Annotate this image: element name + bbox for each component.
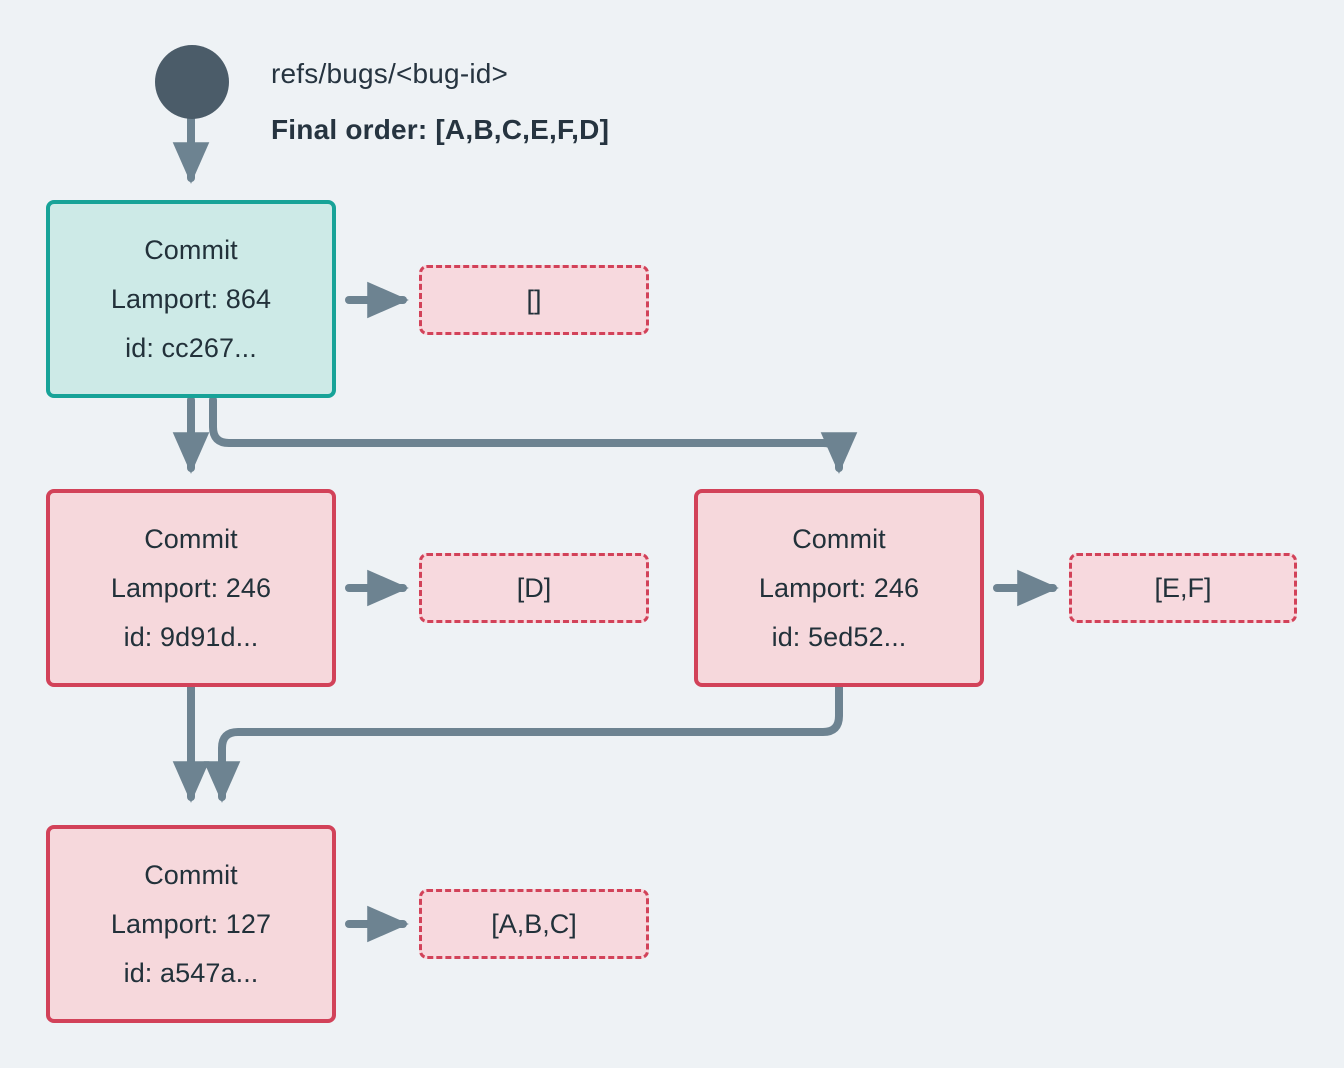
- edge-right-mid-to-bottom: [203, 683, 843, 803]
- commit-lamport: Lamport: 864: [110, 283, 272, 314]
- ops-label: [E,F]: [1154, 572, 1212, 603]
- commit-lamport: Lamport: 246: [758, 572, 920, 603]
- ops-node-bottom[interactable]: [A,B,C]: [419, 889, 649, 959]
- ops-node-left-mid[interactable]: [D]: [419, 553, 649, 623]
- commit-title: Commit: [144, 523, 238, 554]
- commit-id: id: cc267...: [125, 332, 257, 363]
- edge-head-to-right-mid: [209, 396, 858, 474]
- commit-node-right-mid[interactable]: Commit Lamport: 246 id: 5ed52...: [694, 489, 984, 687]
- commit-lamport: Lamport: 246: [110, 572, 272, 603]
- ops-label: []: [526, 284, 542, 315]
- commit-id: id: a547a...: [123, 957, 259, 988]
- final-order-label: Final order: [A,B,C,E,F,D]: [271, 114, 610, 145]
- commit-node-bottom[interactable]: Commit Lamport: 127 id: a547a...: [46, 825, 336, 1023]
- commit-node-head[interactable]: Commit Lamport: 864 id: cc267...: [46, 200, 336, 398]
- commit-id: id: 5ed52...: [771, 621, 907, 652]
- ref-name-label: refs/bugs/<bug-id>: [271, 58, 509, 89]
- ops-label: [D]: [516, 572, 552, 603]
- ref-root-circle: [155, 45, 229, 119]
- ops-node-head[interactable]: []: [419, 265, 649, 335]
- commit-id: id: 9d91d...: [123, 621, 259, 652]
- ops-node-right-mid[interactable]: [E,F]: [1069, 553, 1297, 623]
- commit-node-left-mid[interactable]: Commit Lamport: 246 id: 9d91d...: [46, 489, 336, 687]
- commit-title: Commit: [144, 234, 238, 265]
- commit-lamport: Lamport: 127: [110, 908, 272, 939]
- commit-title: Commit: [792, 523, 886, 554]
- commit-title: Commit: [144, 859, 238, 890]
- ops-label: [A,B,C]: [491, 908, 577, 939]
